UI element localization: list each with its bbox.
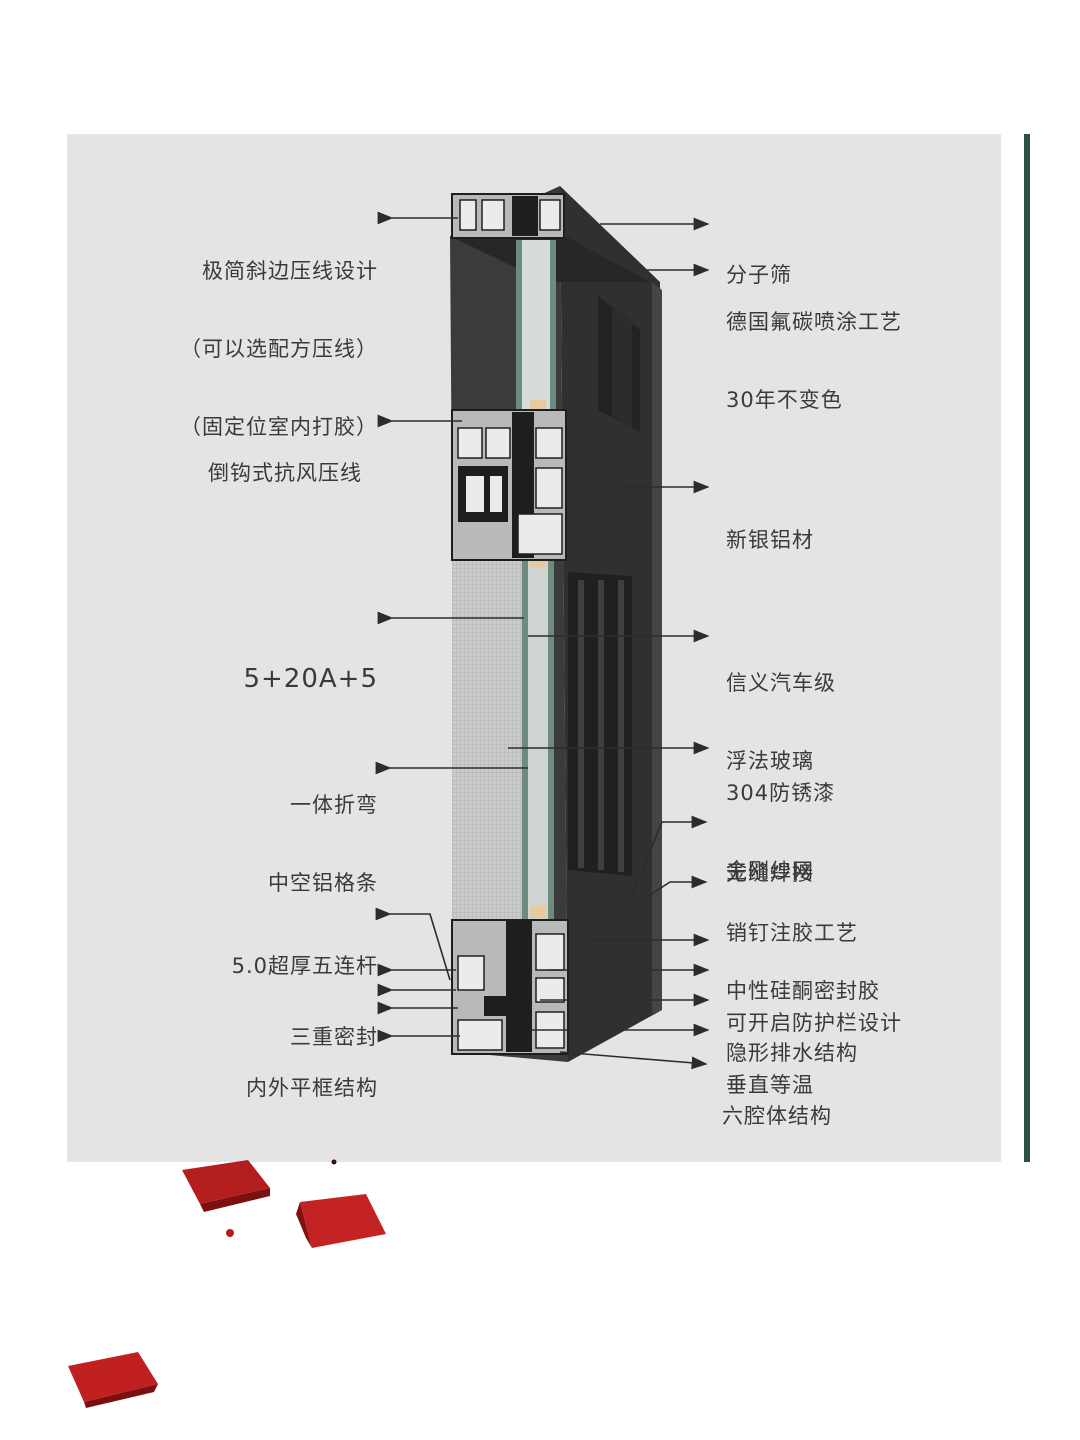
label-guardrail: 可开启防护栏设计	[726, 1011, 902, 1035]
label-spacer: 一体折弯 中空铝格条	[268, 793, 378, 895]
label-welding: 无缝焊接	[726, 861, 814, 885]
label-glass-spec: 5+20A+5	[243, 664, 378, 694]
label-pin-glue: 销钉注胶工艺	[726, 921, 858, 945]
label-six-chamber: 六腔体结构	[722, 1104, 832, 1128]
screen-mesh	[452, 560, 522, 948]
accent-line	[1024, 134, 1030, 1162]
leader-lines-left	[375, 211, 528, 1043]
label-flush-frame: 内外平框结构	[246, 1076, 378, 1100]
label-triple-seal: 三重密封	[290, 1025, 378, 1049]
decorative-red-bricks	[68, 1159, 386, 1408]
label-wind-bead: 倒钩式抗风压线	[208, 461, 362, 485]
label-screen: 304防锈漆 金刚纱网	[726, 781, 836, 883]
leader-lines-right	[508, 217, 710, 1070]
glass-panes	[516, 240, 556, 920]
label-slant-bead: 极简斜边压线设计 （可以选配方压线） （固定位室内打胶）	[180, 259, 378, 439]
label-sealant: 中性硅酮密封胶	[726, 979, 880, 1003]
label-aluminum: 新银铝材	[726, 528, 814, 552]
label-isotherm: 垂直等温	[726, 1073, 814, 1097]
label-drainage: 隐形排水结构	[726, 1041, 858, 1065]
label-linkage: 5.0超厚五连杆	[231, 954, 378, 978]
aluminium-profiles	[451, 193, 569, 1055]
label-coating: 德国氟碳喷涂工艺 30年不变色	[726, 310, 902, 412]
label-glass: 信义汽车级 浮法玻璃	[726, 671, 836, 773]
label-molecular-sieve: 分子筛	[726, 263, 792, 287]
